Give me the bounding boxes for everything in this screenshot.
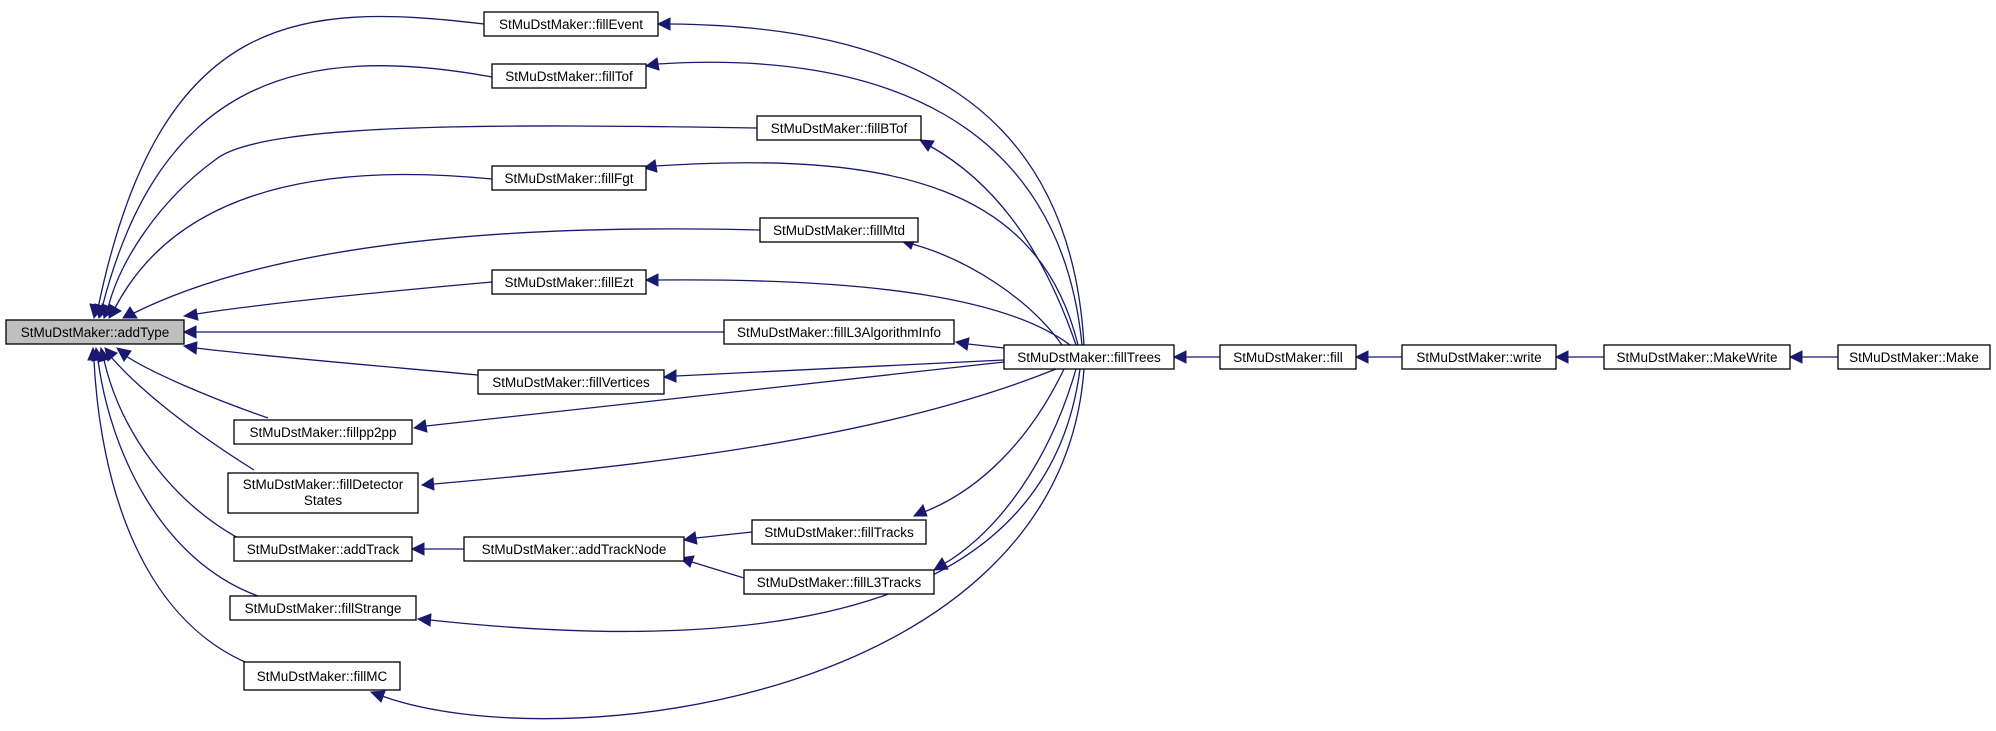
edge-fillTrees-fillEzt (644, 273, 1071, 346)
node-label-line1: StMuDstMaker::fillDetector (243, 477, 404, 492)
node-label: StMuDstMaker::addType (21, 325, 170, 340)
edge-fillStrange-addType (91, 346, 259, 597)
node-label: StMuDstMaker::fillTof (505, 69, 633, 84)
edge-fillTrees-fillDetectorStates (420, 368, 1057, 491)
node-label-line2: States (304, 493, 343, 508)
edge-fillTrees-fillL3Tracks (933, 368, 1077, 571)
node-label: StMuDstMaker::fillL3AlgorithmInfo (737, 325, 941, 340)
node-fillEvent[interactable]: StMuDstMaker::fillEvent (483, 11, 659, 37)
node-label: StMuDstMaker::fillVertices (492, 375, 650, 390)
node-fillVertices[interactable]: StMuDstMaker::fillVertices (477, 369, 665, 395)
edge-fillL3Tracks-addTrackNode (678, 555, 745, 579)
node-fillTrees[interactable]: StMuDstMaker::fillTrees (1003, 344, 1175, 370)
node-fillBTof[interactable]: StMuDstMaker::fillBTof (756, 115, 922, 141)
node-label: StMuDstMaker::fillTrees (1017, 350, 1161, 365)
edge-fillVertices-addType (182, 341, 479, 376)
node-label: StMuDstMaker::fillMC (257, 669, 388, 684)
edges (87, 15, 1838, 720)
node-label: StMuDstMaker::fillEvent (499, 17, 643, 32)
edge-fill-fillTrees (1172, 350, 1220, 364)
edge-fillTrees-fillTracks (912, 368, 1065, 517)
edge-write-fill (1354, 350, 1402, 364)
edge-fillTrees-fillVertices (662, 359, 1005, 383)
edge-addTrackNode-addTrack (410, 542, 464, 556)
node-label: StMuDstMaker::fillBTof (771, 121, 908, 136)
node-label: StMuDstMaker::addTrackNode (482, 542, 667, 557)
node-label: StMuDstMaker::addTrack (247, 542, 400, 557)
node-fillpp2pp[interactable]: StMuDstMaker::fillpp2pp (233, 419, 413, 445)
edge-fillBTof-addType (101, 125, 758, 319)
node-fillEzt[interactable]: StMuDstMaker::fillEzt (491, 269, 647, 295)
node-fillL3Tracks[interactable]: StMuDstMaker::fillL3Tracks (743, 569, 935, 595)
edge-fillTrees-fillL3AlgorithmInfo (954, 337, 1005, 351)
edge-fillMC-addType (87, 346, 267, 671)
node-MakeWrite[interactable]: StMuDstMaker::MakeWrite (1603, 344, 1791, 370)
edge-fillDetectorStates-addType (104, 347, 255, 471)
nodes: StMuDstMaker::addType StMuDstMaker::fill… (5, 11, 1991, 691)
node-fillFgt[interactable]: StMuDstMaker::fillFgt (491, 165, 647, 191)
node-label: StMuDstMaker::fillTracks (764, 525, 914, 540)
node-label: StMuDstMaker::fillMtd (773, 223, 905, 238)
node-fillDetectorStates[interactable]: StMuDstMaker::fillDetector States (227, 472, 419, 514)
edge-Make-MakeWrite (1788, 350, 1838, 364)
edge-fillTrees-fillStrange (416, 368, 1081, 633)
edge-fillTrees-fillTof (644, 57, 1083, 346)
edge-fillTrees-fillBTof (918, 139, 1077, 346)
node-label: StMuDstMaker::fillL3Tracks (757, 575, 922, 590)
node-fillTracks[interactable]: StMuDstMaker::fillTracks (751, 519, 927, 545)
node-label: StMuDstMaker::fillEzt (504, 275, 633, 290)
node-label: StMuDstMaker::MakeWrite (1616, 350, 1777, 365)
edge-fillTof-addType (94, 65, 493, 319)
edge-fillpp2pp-addType (116, 347, 269, 419)
edge-fillFgt-addType (108, 173, 493, 319)
node-fillMC[interactable]: StMuDstMaker::fillMC (243, 661, 401, 691)
edge-fillEzt-addType (182, 281, 493, 321)
edge-fillTrees-fillEvent (656, 17, 1085, 346)
node-label: StMuDstMaker::fill (1233, 350, 1343, 365)
edge-fillTracks-addTrackNode (682, 531, 753, 545)
node-fillTof[interactable]: StMuDstMaker::fillTof (491, 63, 647, 89)
node-fill[interactable]: StMuDstMaker::fill (1219, 344, 1357, 370)
node-fillStrange[interactable]: StMuDstMaker::fillStrange (229, 595, 417, 621)
edge-fillEvent-addType (89, 15, 485, 320)
node-label: StMuDstMaker::write (1416, 350, 1541, 365)
edge-fillMtd-addType (122, 228, 761, 319)
node-label: StMuDstMaker::Make (1849, 350, 1979, 365)
node-label: StMuDstMaker::fillpp2pp (249, 425, 396, 440)
edge-MakeWrite-write (1554, 350, 1604, 364)
node-Make[interactable]: StMuDstMaker::Make (1837, 344, 1991, 370)
node-fillMtd[interactable]: StMuDstMaker::fillMtd (759, 217, 919, 243)
node-addTrack[interactable]: StMuDstMaker::addTrack (233, 536, 413, 562)
node-addType[interactable]: StMuDstMaker::addType (5, 319, 185, 345)
node-label: StMuDstMaker::fillStrange (245, 601, 402, 616)
node-addTrackNode[interactable]: StMuDstMaker::addTrackNode (463, 536, 685, 562)
node-write[interactable]: StMuDstMaker::write (1401, 344, 1557, 370)
edge-fillTrees-fillMC (369, 368, 1085, 720)
node-fillL3AlgorithmInfo[interactable]: StMuDstMaker::fillL3AlgorithmInfo (723, 319, 955, 345)
node-label: StMuDstMaker::fillFgt (504, 171, 633, 186)
edge-fillL3AlgorithmInfo-addType (182, 325, 724, 339)
edge-fillTrees-fillFgt (642, 159, 1079, 346)
edge-fillTrees-fillpp2pp (412, 361, 1005, 433)
